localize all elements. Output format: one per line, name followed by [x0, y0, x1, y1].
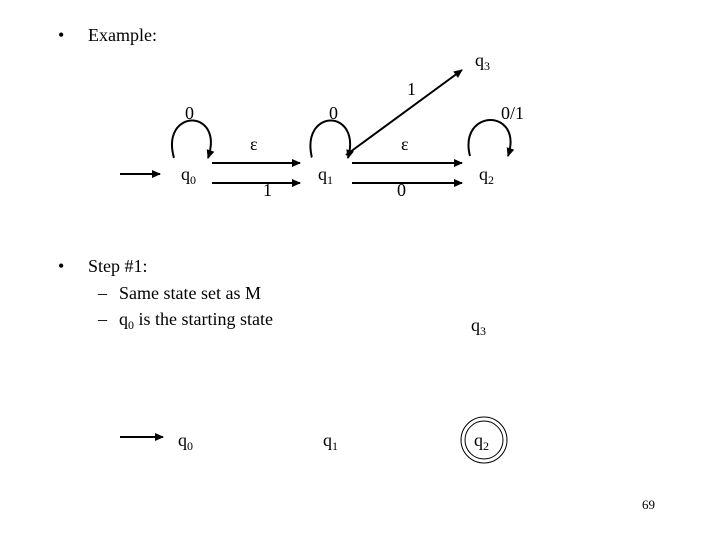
state-q3-top [461, 37, 507, 83]
state-q3-top-label: q3 [475, 50, 490, 73]
subitem-same-state-set: Same state set as M [119, 283, 261, 303]
state-q2-bottom-inner-ring [464, 420, 504, 460]
label-q0-q1-one: 1 [263, 180, 272, 200]
bullet-marker: • [58, 25, 64, 45]
subitem-starting-state: q0 is the starting state [119, 309, 273, 332]
bullet-step1: Step #1: [88, 256, 148, 276]
state-q2-bottom-accepting [460, 416, 508, 464]
label-q1-q2-eps: ε [401, 134, 409, 154]
loop-q1 [309, 119, 355, 159]
state-q2-top [465, 151, 511, 197]
bullet-marker-2: • [58, 256, 64, 276]
dash-1: – [97, 283, 108, 303]
label-loop-q0: 0 [185, 103, 194, 123]
page-number: 69 [642, 497, 655, 512]
label-q0-q1-eps: ε [250, 134, 258, 154]
label-q1-q2-zero: 0 [397, 180, 406, 200]
edge-q1-q3 [345, 69, 463, 156]
label-loop-q1: 0 [329, 103, 338, 123]
state-q2-top-label: q2 [479, 164, 494, 187]
state-q0-top [167, 151, 213, 197]
state-q2-bottom-label: q2 [474, 430, 489, 453]
state-q1-top [304, 151, 350, 197]
label-loop-q2: 0/1 [501, 103, 524, 123]
state-q0-bottom [165, 417, 211, 463]
state-q0-top-label: q0 [181, 164, 196, 187]
state-q3-bottom-label: q3 [471, 315, 486, 338]
dash-2: – [97, 309, 108, 329]
state-q1-bottom-label: q1 [323, 430, 338, 453]
loop-q0 [171, 119, 215, 159]
loop-q2 [467, 119, 515, 157]
label-q1-q3: 1 [407, 79, 416, 99]
bullet-example: Example: [88, 25, 157, 45]
state-q1-bottom [310, 417, 356, 463]
state-q0-bottom-label: q0 [178, 430, 193, 453]
state-q3-bottom [457, 302, 503, 348]
state-q1-top-label: q1 [318, 164, 333, 187]
